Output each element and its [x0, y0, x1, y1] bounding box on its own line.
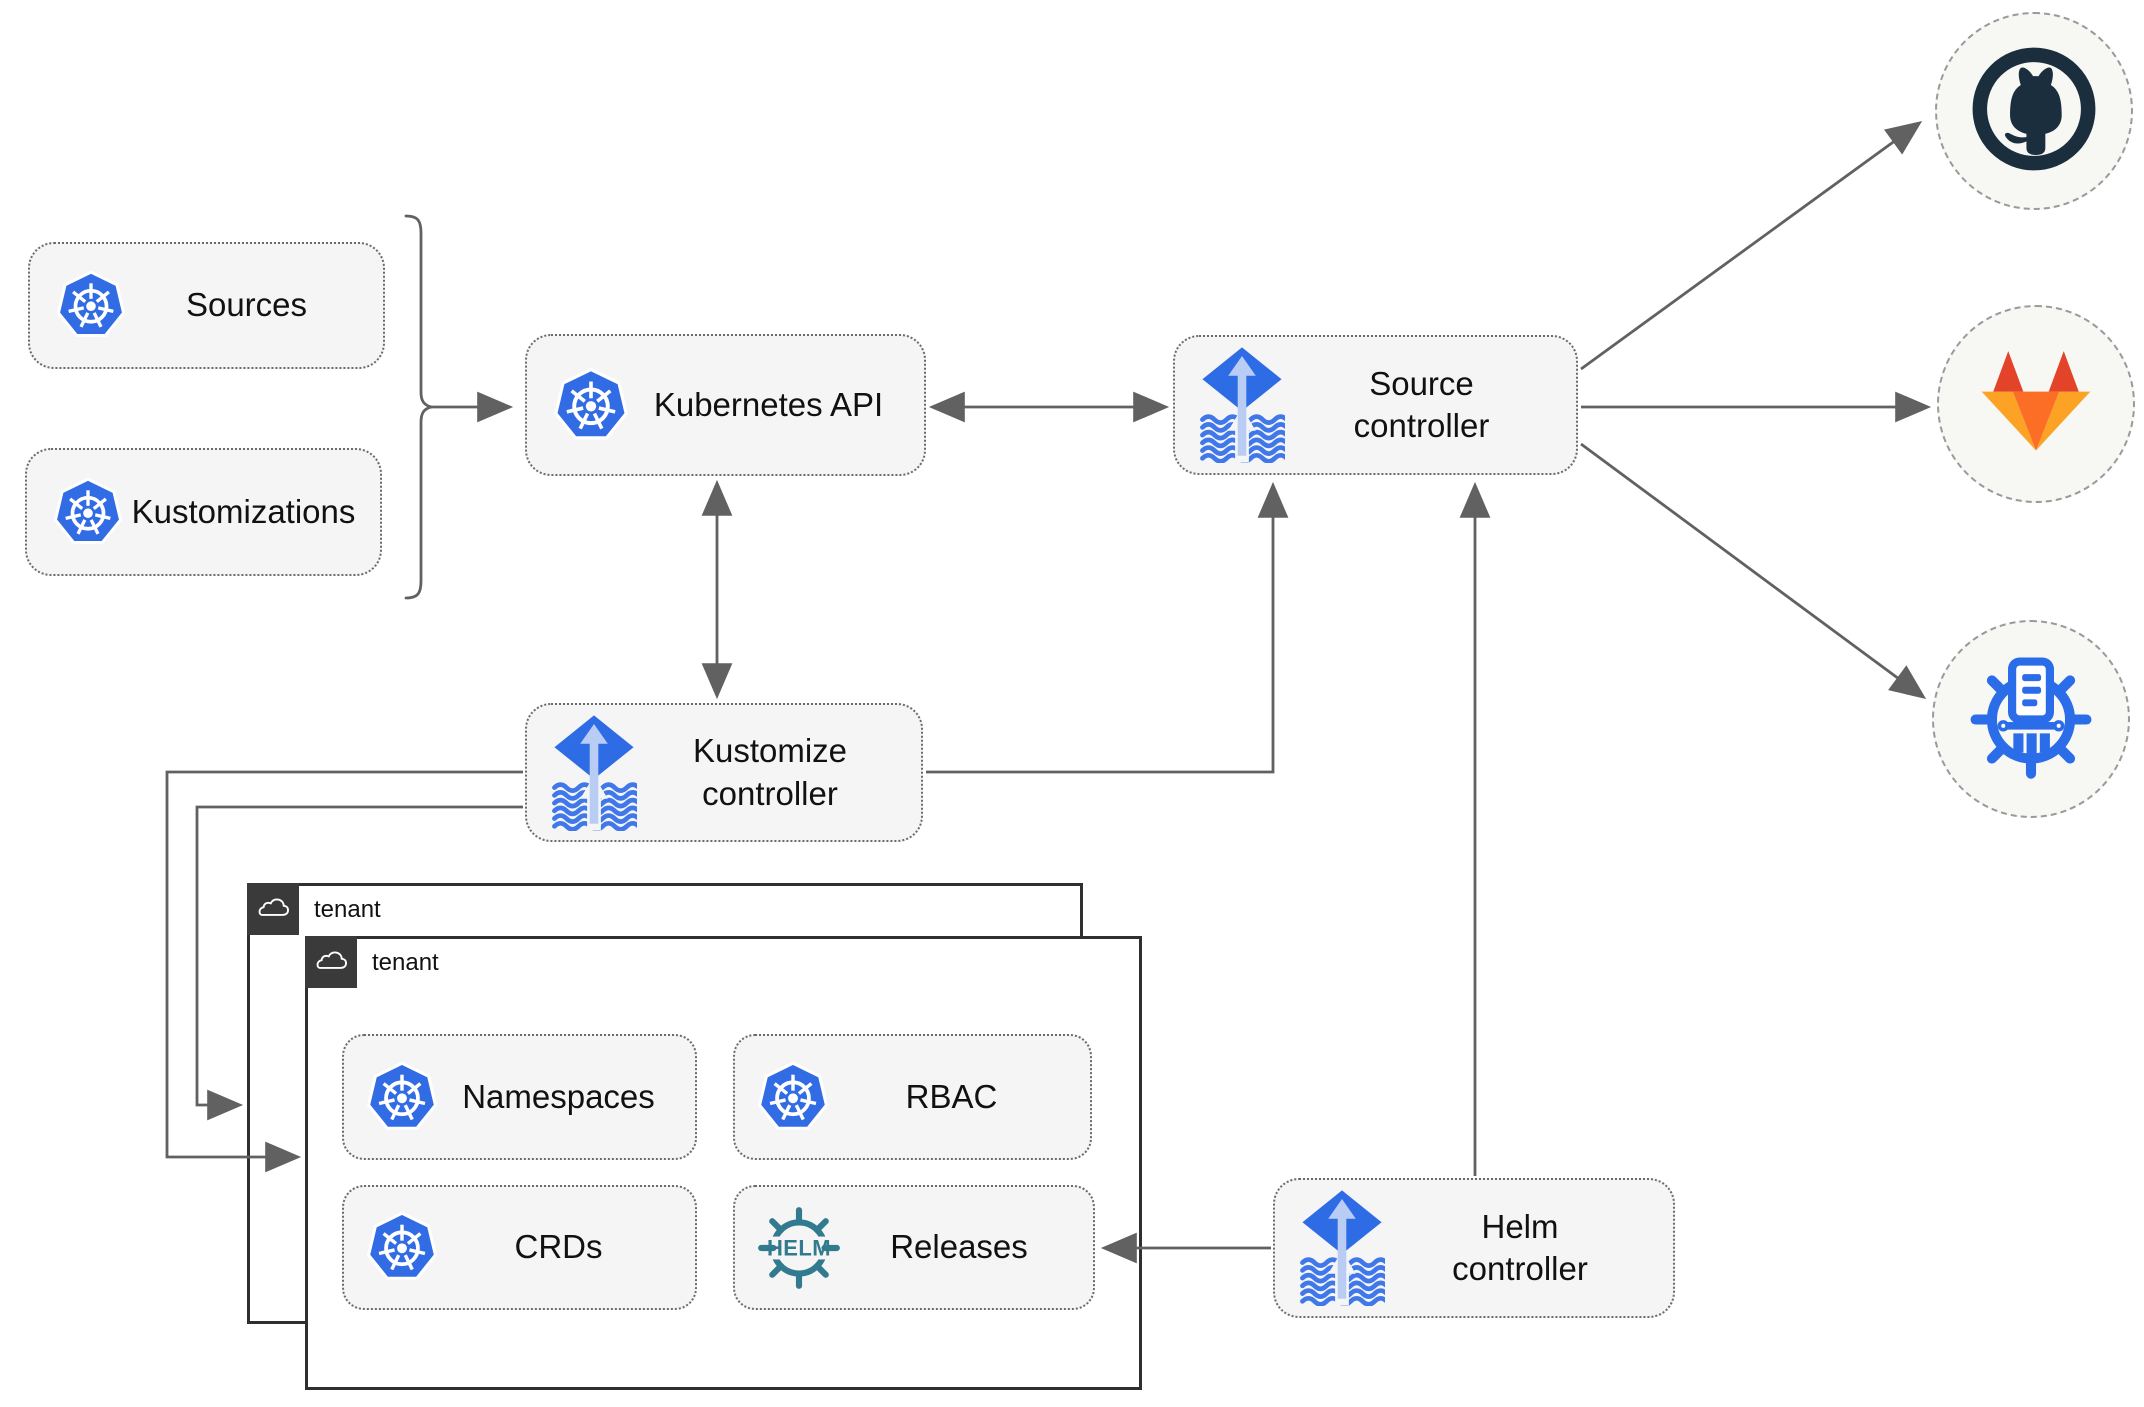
endpoint-gitlab[interactable]	[1937, 305, 2135, 503]
node-kustomize-controller[interactable]: Kustomize controller	[525, 703, 923, 842]
flux-icon	[1199, 347, 1285, 463]
gitlab-icon	[1978, 350, 2094, 459]
kubernetes-icon	[755, 1061, 831, 1134]
github-icon	[1971, 46, 2097, 177]
node-label: Releases	[890, 1228, 1028, 1266]
node-label: Kubernetes API	[653, 385, 884, 423]
flux-icon	[551, 715, 637, 831]
node-label: Kustomizations	[131, 492, 356, 530]
helm-icon	[755, 1204, 843, 1292]
node-rbac[interactable]: RBAC	[733, 1034, 1092, 1160]
cloud-icon	[254, 894, 292, 925]
kubernetes-icon	[364, 1061, 440, 1134]
node-label: CRDs	[514, 1228, 603, 1266]
endpoint-chartmuseum[interactable]	[1932, 620, 2130, 818]
flux-icon	[1299, 1190, 1385, 1306]
node-label: Helm controller	[1452, 1207, 1588, 1287]
node-kubernetes-api[interactable]: Kubernetes API	[525, 334, 926, 476]
cloud-icon	[312, 947, 350, 978]
kubernetes-icon	[54, 270, 128, 341]
node-label: Sources	[185, 286, 308, 324]
kubernetes-icon	[51, 477, 125, 548]
node-label: RBAC	[905, 1077, 998, 1115]
tenant-tab	[305, 936, 357, 988]
node-crds[interactable]: CRDs	[342, 1185, 697, 1310]
kubernetes-icon	[364, 1211, 440, 1284]
node-label: Namespaces	[462, 1077, 655, 1115]
node-namespaces[interactable]: Namespaces	[342, 1034, 697, 1160]
node-releases[interactable]: Releases	[733, 1185, 1095, 1310]
brace	[404, 214, 437, 600]
tenant-label: tenant	[372, 949, 439, 976]
kubernetes-icon	[551, 367, 631, 444]
node-label: Source controller	[1353, 364, 1490, 444]
node-sources[interactable]: Sources	[28, 242, 385, 369]
endpoint-github[interactable]	[1935, 12, 2133, 210]
tenant-box-front: tenant	[305, 936, 1142, 1390]
chartmuseum-icon	[1968, 654, 2094, 785]
tenant-label: tenant	[314, 896, 381, 923]
node-helm-controller[interactable]: Helm controller	[1273, 1178, 1675, 1318]
node-kustomizations[interactable]: Kustomizations	[25, 448, 382, 576]
tenant-tab	[247, 883, 299, 935]
node-label: Kustomize controller	[692, 732, 848, 812]
node-source-controller[interactable]: Source controller	[1173, 335, 1578, 475]
